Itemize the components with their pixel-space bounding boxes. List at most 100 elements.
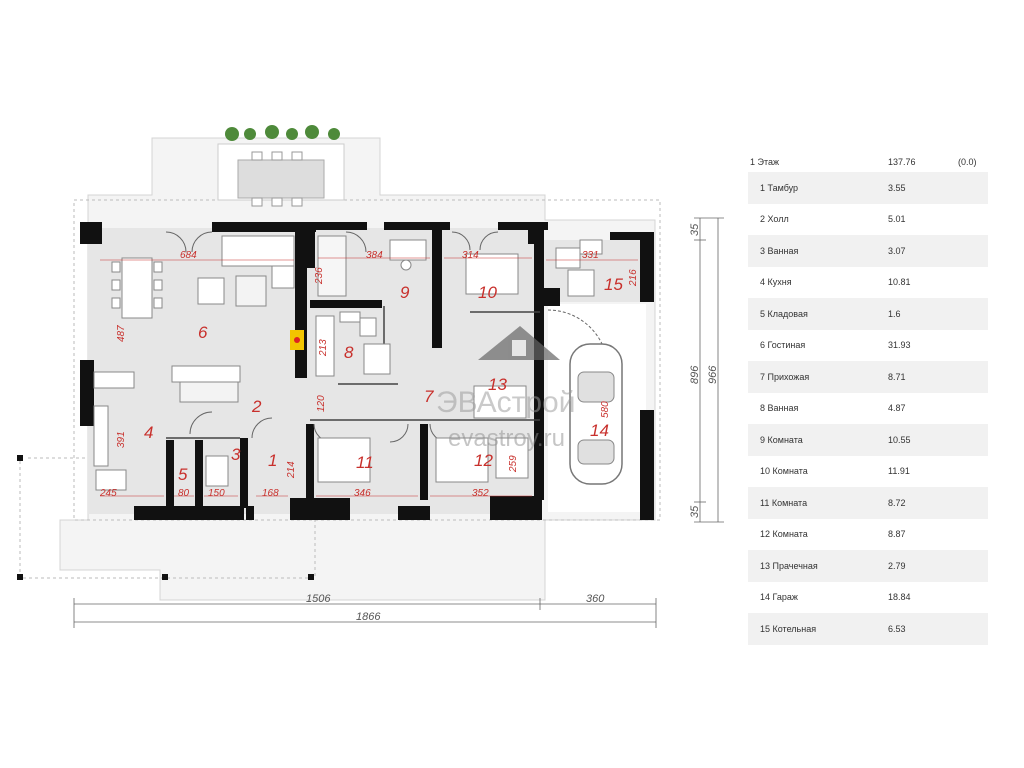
dim-214: 214 [286, 461, 297, 479]
floor-header-row: 1 Этаж 137.76 (0.0) [748, 152, 988, 172]
furniture [93, 235, 603, 491]
dim-216: 216 [628, 269, 639, 287]
room-number-15: 15 [604, 275, 623, 294]
room-label: 9 Комната [760, 434, 803, 445]
room-number-3: 3 [231, 445, 241, 464]
table-row: 6 Гостиная 31.93 [748, 330, 988, 362]
table-row: 8 Ванная 4.87 [748, 393, 988, 425]
room-area-table: 1 Этаж 137.76 (0.0) 1 Тамбур 3.55 2 Холл 5… [748, 152, 988, 645]
room-label: 13 Прачечная [760, 560, 818, 571]
table-row: 1 Тамбур 3.55 [748, 172, 988, 204]
dim-bottom-offset: 35 [689, 505, 701, 518]
outer-dimensions [73, 217, 724, 628]
dim-80: 80 [178, 488, 190, 499]
room-area: 6.53 [888, 623, 906, 634]
table-row: 15 Котельная 6.53 [748, 613, 988, 645]
dim-352: 352 [472, 488, 489, 499]
table-row: 12 Комната 8.87 [748, 519, 988, 551]
room-label: 15 Котельная [760, 623, 817, 634]
dim-213: 213 [318, 339, 329, 357]
room-label: 3 Ванная [760, 245, 799, 256]
room-label: 5 Кладовая [760, 308, 808, 319]
watermark-logo: ЭВАстрой evastroy.ru [436, 326, 575, 452]
dim-house-width: 1506 [306, 593, 331, 605]
room-number-8: 8 [344, 343, 354, 362]
room-number-6: 6 [198, 323, 208, 342]
dim-331: 331 [582, 250, 599, 261]
dim-garage-width: 360 [586, 593, 605, 605]
room-area: 5.01 [888, 214, 906, 225]
room-area: 18.84 [888, 592, 911, 603]
dim-total-width: 1866 [356, 611, 381, 623]
floor-area: 137.76 [888, 157, 916, 167]
room-number-9: 9 [400, 283, 410, 302]
dim-150: 150 [208, 488, 225, 499]
room-rows: 1 Тамбур 3.55 2 Холл 5.01 3 Ванная 3.07 4 К… [748, 172, 988, 645]
dim-245: 245 [99, 488, 117, 499]
room-number-13: 13 [488, 375, 507, 394]
room-label: 12 Комната [760, 529, 808, 540]
floor-extra: (0.0) [958, 157, 977, 167]
room-area: 8.71 [888, 371, 906, 382]
room-area: 10.55 [888, 434, 911, 445]
pergola-posts [17, 455, 314, 580]
room-area: 8.72 [888, 497, 906, 508]
room-area: 31.93 [888, 340, 911, 351]
table-row: 5 Кладовая 1.6 [748, 298, 988, 330]
room-area: 4.87 [888, 403, 906, 414]
dim-314: 314 [462, 250, 479, 261]
table-row: 3 Ванная 3.07 [748, 235, 988, 267]
room-area: 2.79 [888, 560, 906, 571]
room-area: 3.07 [888, 245, 906, 256]
dim-depth-total: 966 [707, 365, 719, 384]
room-label: 2 Холл [760, 214, 789, 225]
dim-120: 120 [316, 395, 327, 412]
room-number-1: 1 [268, 451, 277, 470]
table-row: 14 Гараж 18.84 [748, 582, 988, 614]
dim-depth-inner: 896 [689, 365, 701, 384]
table-row: 13 Прачечная 2.79 [748, 550, 988, 582]
dimension-lines [100, 257, 638, 497]
dim-259: 259 [508, 455, 519, 473]
dim-168: 168 [262, 488, 279, 499]
room-label: 7 Прихожая [760, 371, 810, 382]
room-label: 14 Гараж [760, 592, 798, 603]
room-number-2: 2 [251, 397, 262, 416]
room-number-12: 12 [474, 451, 493, 470]
room-number-14: 14 [590, 421, 609, 440]
room-label: 11 Комната [760, 497, 808, 508]
room-label: 1 Тамбур [760, 182, 799, 193]
fire-glyph-icon [294, 337, 300, 343]
car-icon [569, 343, 623, 485]
dim-236: 236 [314, 267, 325, 285]
dim-346: 346 [354, 488, 371, 499]
room-label: 8 Ванная [760, 403, 799, 414]
room-number-10: 10 [478, 283, 497, 302]
outdoor-dining [217, 125, 345, 207]
table-row: 7 Прихожая 8.71 [748, 361, 988, 393]
table-row: 10 Комната 11.91 [748, 456, 988, 488]
room-number-7: 7 [424, 387, 434, 406]
room-label: 4 Кухня [760, 277, 792, 288]
room-area: 1.6 [888, 308, 901, 319]
walls [80, 222, 654, 520]
thin-partitions [166, 306, 540, 439]
room-label: 6 Гостиная [760, 340, 806, 351]
table-row: 2 Холл 5.01 [748, 204, 988, 236]
dim-top-offset: 35 [689, 223, 701, 236]
dim-384: 384 [366, 250, 383, 261]
room-area: 11.91 [888, 466, 910, 477]
floor-label: 1 Этаж [750, 157, 780, 167]
room-number-4: 4 [144, 423, 153, 442]
floor-plan: 684 384 314 331 236 216 487 213 120 391 … [17, 125, 724, 628]
table-row: 11 Комната 8.72 [748, 487, 988, 519]
room-area: 8.87 [888, 529, 906, 540]
room-label: 10 Комната [760, 466, 808, 477]
dim-684: 684 [180, 250, 197, 261]
room-number-11: 11 [356, 453, 374, 472]
dim-391: 391 [116, 431, 127, 448]
dim-487: 487 [116, 325, 127, 342]
room-area: 3.55 [888, 182, 906, 193]
watermark-site: evastroy.ru [448, 425, 565, 452]
